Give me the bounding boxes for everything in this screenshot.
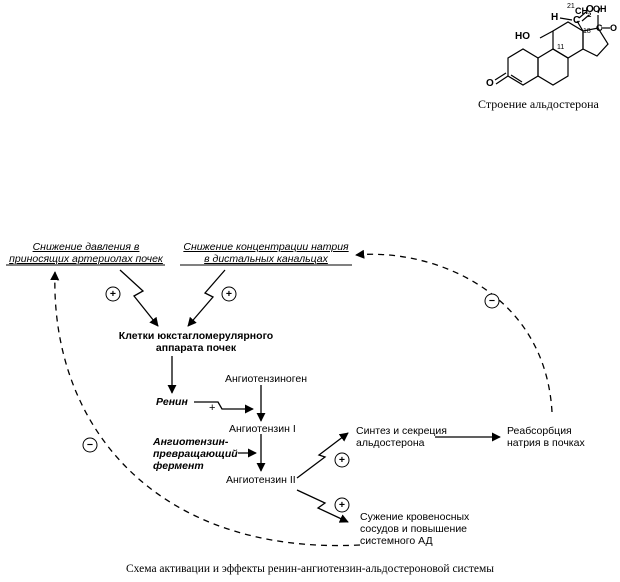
n21-label: 21 xyxy=(567,3,575,10)
plus-sign-3: + xyxy=(338,454,346,466)
plus-sign-1: + xyxy=(109,288,117,300)
plus-sign-2: + xyxy=(225,288,233,300)
sodium-reabsorption-line-2: натрия в почках xyxy=(507,437,585,449)
sodium-to-cells-arrow xyxy=(187,269,226,327)
minus-circle-2 xyxy=(82,437,98,453)
vasoconstriction-line-1: Сужение кровеносных xyxy=(360,511,470,523)
renin-text: Ренин xyxy=(156,396,188,408)
minus-sign-1: − xyxy=(488,295,496,307)
renin-plus-sign: + xyxy=(209,402,216,414)
aldosterone-synthesis-line-2: альдостерона xyxy=(356,437,425,449)
reabsorption-feedback-arrow xyxy=(355,249,553,413)
ho-label: HO xyxy=(515,31,530,42)
pressure-to-cells-arrow xyxy=(119,269,159,327)
aldosterone-synthesis-line-1: Синтез и секреция xyxy=(356,425,447,437)
plus-circle-1 xyxy=(105,286,121,302)
ace-line-1: Ангиотензин- xyxy=(153,436,229,448)
co-o-label: O xyxy=(610,23,618,33)
vasoconstriction-text: Сужение кровеносных сосудов и повышение … xyxy=(360,511,469,547)
ch2-label: CH2 xyxy=(575,6,591,19)
plus-circle-4 xyxy=(334,497,350,513)
co-c-label: C xyxy=(596,23,603,33)
ace-text: Ангиотензин- превращающий фермент xyxy=(153,436,238,472)
ace-line-2: превращающий xyxy=(153,448,238,460)
jga-cells-line-2: аппарата почек xyxy=(155,342,237,354)
renin-action-arrow xyxy=(194,401,254,414)
sodium-drop-line-1: Снижение концентрации натрия xyxy=(183,241,349,253)
jga-cells-text: Клетки юкстагломерулярного аппарата поче… xyxy=(112,330,280,354)
pressure-drop-line-2: приносящих артериолах почек xyxy=(9,253,163,265)
aldehyde-h-label: H xyxy=(551,12,559,23)
minus-sign-2: − xyxy=(86,439,94,451)
ch-text: CH xyxy=(575,6,588,16)
angiotensin-1-text: Ангиотензин I xyxy=(229,423,296,435)
pressure-drop-text: Снижение давления в приносящих артериола… xyxy=(6,241,166,265)
structure-caption: Строение альдостерона xyxy=(478,97,599,111)
c18-o-label: O xyxy=(586,4,594,15)
aldosterone-synthesis-text: Синтез и секреция альдостерона xyxy=(356,425,447,449)
bp-feedback-arrow xyxy=(50,271,361,547)
jga-cells-line-1: Клетки юкстагломерулярного xyxy=(118,330,274,342)
ang2-to-aldosterone-arrow xyxy=(296,432,349,479)
plus-circle-3 xyxy=(334,452,350,468)
minus-circle-1 xyxy=(484,293,500,309)
sodium-drop-text: Снижение концентрации натрия в дистальны… xyxy=(180,241,352,265)
sodium-reabsorption-line-1: Реабсорбция xyxy=(507,425,572,437)
plus-circle-2 xyxy=(221,286,237,302)
plus-sign-4: + xyxy=(338,499,346,511)
sodium-drop-line-2: в дистальных канальцах xyxy=(204,253,328,265)
ch2-subscript: 2 xyxy=(588,12,592,19)
ace-line-3: фермент xyxy=(153,460,204,472)
oh-label: OH xyxy=(593,4,607,14)
angiotensin-2-text: Ангиотензин II xyxy=(226,474,296,486)
ketone-o-label: O xyxy=(486,78,494,89)
sodium-reabsorption-text: Реабсорбция натрия в почках xyxy=(507,425,585,449)
n11-label: 11 xyxy=(557,44,565,51)
n18-label: 18 xyxy=(583,28,591,35)
angiotensinogen-text: Ангиотензиноген xyxy=(225,373,307,385)
vasoconstriction-line-2: сосудов и повышение xyxy=(360,523,468,535)
pressure-drop-line-1: Снижение давления в xyxy=(32,241,140,253)
c18-label: C xyxy=(573,15,581,26)
ang2-to-vessels-arrow xyxy=(296,489,349,523)
scheme-caption: Схема активации и эффекты ренин-ангиотен… xyxy=(126,563,494,575)
vasoconstriction-line-3: системного АД xyxy=(360,535,433,547)
